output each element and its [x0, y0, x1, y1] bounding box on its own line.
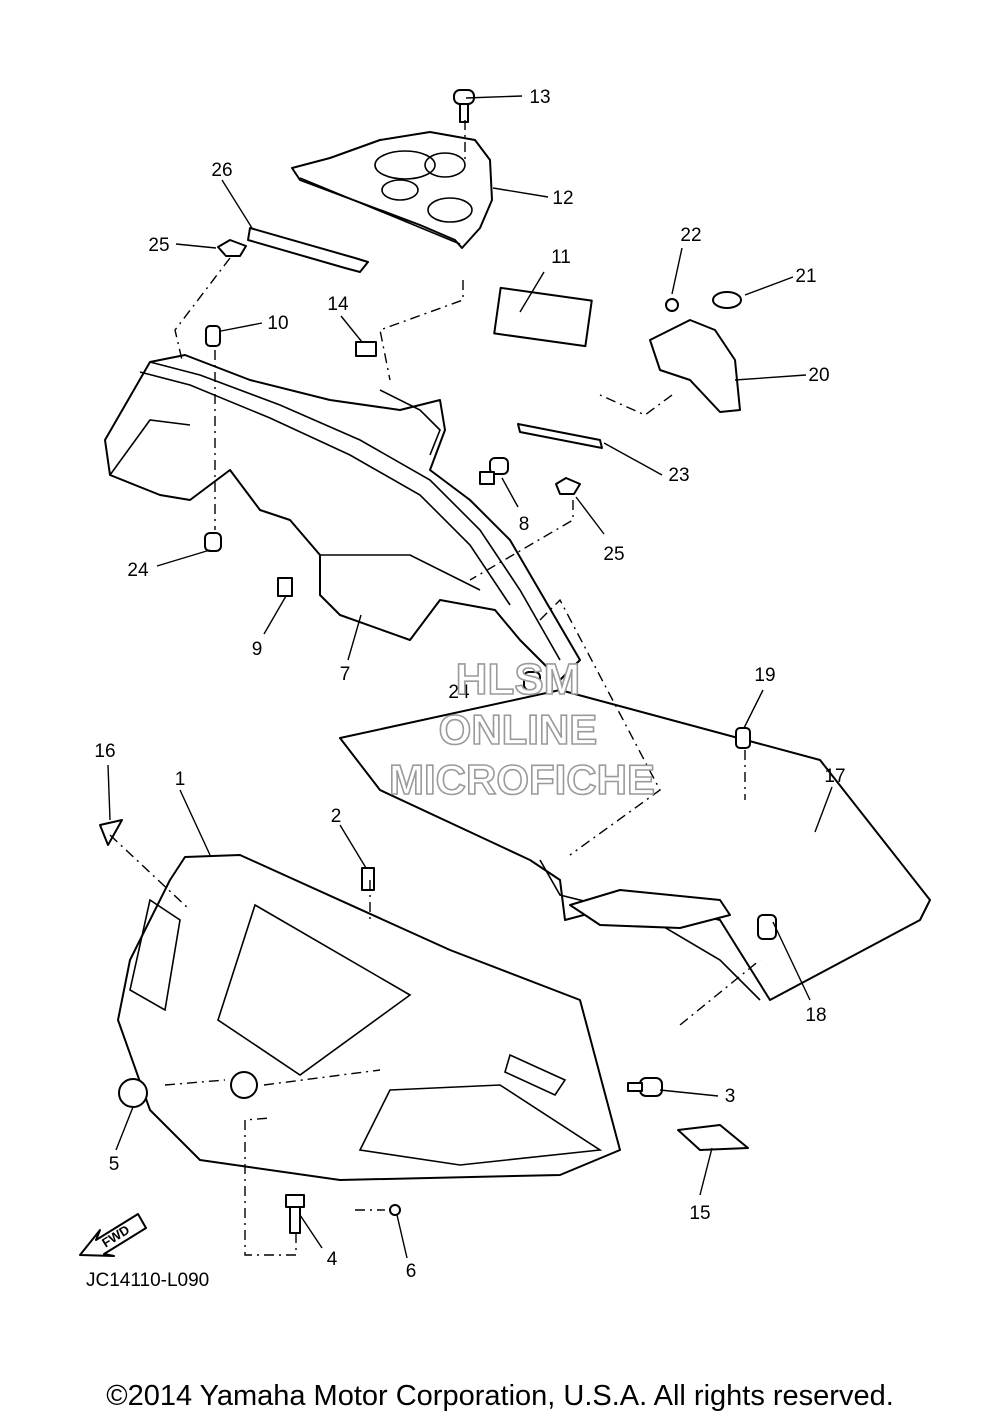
- callout-16: 16: [94, 741, 115, 762]
- cap-16-part: [99, 819, 123, 846]
- callout-24-left: 24: [127, 560, 149, 581]
- watermark-line-2: ONLINE: [439, 706, 598, 753]
- washer-6-part: [389, 1204, 401, 1216]
- fastener-19-part: [735, 727, 751, 749]
- console-tray-part: [291, 131, 493, 249]
- grommet-5-part: [118, 1078, 148, 1108]
- callout-23: 23: [668, 465, 689, 486]
- bolt-8-part: [479, 457, 509, 485]
- copyright-footer: ©2014 Yamaha Motor Corporation, U.S.A. A…: [106, 1380, 894, 1412]
- clip-9-part: [277, 577, 293, 597]
- drawing-code: JC14110-L090: [86, 1270, 210, 1291]
- callout-25-left: 25: [148, 235, 169, 256]
- label-plate-part: [493, 286, 593, 348]
- callout-9: 9: [252, 639, 263, 660]
- callout-15: 15: [689, 1203, 710, 1224]
- trim-15-part: [677, 1124, 749, 1151]
- stud-2-part: [361, 867, 375, 891]
- callout-13: 13: [529, 87, 550, 108]
- callout-19: 19: [754, 665, 775, 686]
- callout-3: 3: [725, 1086, 736, 1107]
- fwd-arrow-icon: FWD: [79, 1213, 147, 1257]
- watermark-line-1: HLSM: [456, 655, 581, 704]
- callout-20: 20: [808, 365, 829, 386]
- dash-body-part: [104, 354, 581, 681]
- callout-21: 21: [795, 266, 816, 287]
- hull-panel-part: [117, 854, 621, 1181]
- callout-1: 1: [175, 769, 186, 790]
- callout-5: 5: [109, 1154, 120, 1175]
- fastener-10-part: [205, 325, 221, 347]
- callout-26: 26: [211, 160, 232, 181]
- clip-14-part: [355, 341, 377, 357]
- fastener-24-part: [204, 532, 541, 691]
- bolt-4-part: [285, 1194, 305, 1234]
- callout-22: 22: [680, 225, 701, 246]
- callout-8: 8: [519, 514, 530, 535]
- screw-13-part: [453, 89, 475, 123]
- callout-14: 14: [327, 294, 349, 315]
- fastener-18-part: [757, 914, 777, 940]
- side-cover-part: [649, 291, 742, 413]
- trim-strip-part: [217, 227, 369, 273]
- callout-7: 7: [340, 664, 351, 685]
- callout-2: 2: [331, 806, 342, 827]
- bracket-part: [517, 423, 603, 449]
- floor-panel-part: [339, 689, 931, 1001]
- callout-18: 18: [805, 1005, 826, 1026]
- callout-4: 4: [327, 1249, 338, 1270]
- watermark: HLSM ONLINE MICROFICHE: [388, 654, 656, 804]
- callout-12: 12: [552, 188, 573, 209]
- callout-10: 10: [267, 313, 288, 334]
- callout-24-center: 24: [448, 682, 470, 703]
- callout-25-right: 25: [603, 544, 624, 565]
- callout-17: 17: [824, 766, 845, 787]
- screw-3-part: [627, 1077, 663, 1097]
- watermark-line-3: MICROFICHE: [389, 756, 655, 803]
- callout-11: 11: [551, 247, 571, 268]
- callout-6: 6: [406, 1261, 417, 1282]
